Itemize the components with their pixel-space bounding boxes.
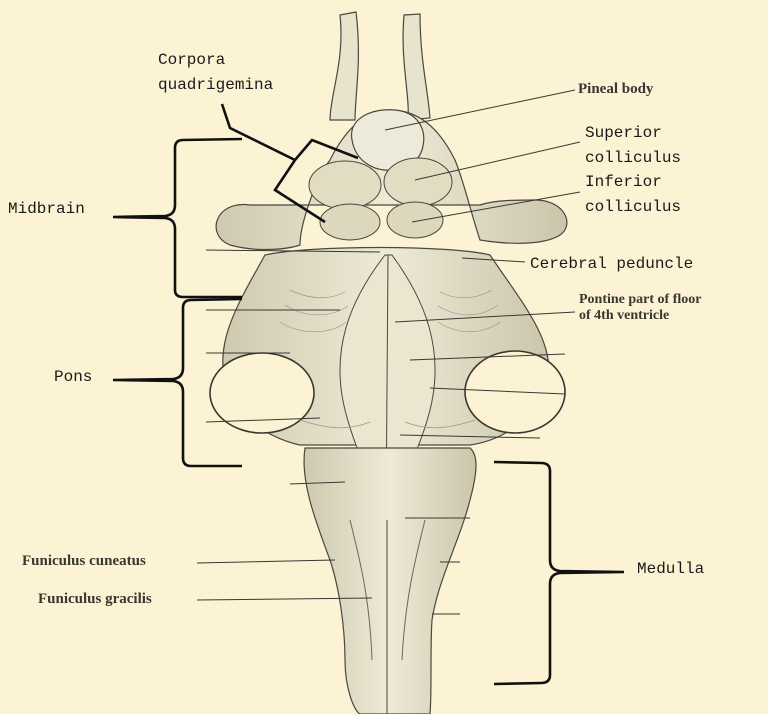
upper-tract-left: [329, 11, 360, 121]
inferior-colliculus-left: [319, 203, 381, 241]
funiculus-cuneatus-label: Funiculus cuneatus: [22, 553, 146, 569]
leader-pontine-floor: [394, 311, 576, 323]
inferior-colliculus-right: [386, 201, 444, 239]
leader-superior-colliculus: [414, 141, 581, 181]
medulla-shape: [303, 447, 477, 714]
medulla-bracket: [493, 460, 625, 686]
leader-inferior-colliculus: [411, 191, 581, 223]
pons-label: Pons: [54, 368, 93, 386]
corpora-quadrigemina-label: Corpora quadrigemina: [158, 51, 274, 94]
leader-funiculus-cuneatus: [196, 559, 336, 564]
superior-colliculus-label: Superior colliculus: [585, 124, 682, 167]
leader-lines: [196, 89, 581, 615]
medulla-column-left: [349, 519, 373, 661]
superior-colliculus-left: [308, 160, 382, 210]
leader-funiculus-gracilis: [196, 597, 373, 601]
leader-cerebral-peduncle: [461, 257, 526, 263]
pontine-floor-label: Pontine part of floor of 4th ventricle: [579, 292, 702, 323]
superior-colliculus-right: [383, 157, 453, 207]
inferior-colliculus-label: Inferior colliculus: [585, 173, 682, 216]
medulla-column-right: [401, 519, 426, 661]
pineal-body-label: Pineal body: [578, 81, 654, 97]
funiculus-gracilis-label: Funiculus gracilis: [38, 591, 152, 607]
corpora-quadrigemina-bracket: [220, 103, 359, 224]
midbrain-label: Midbrain: [8, 200, 85, 218]
pons-bracket: [112, 297, 243, 468]
fiber-hatching: [279, 289, 501, 429]
leader-pineal: [384, 89, 576, 131]
medulla-label: Medulla: [637, 560, 705, 578]
pineal-body-shape: [351, 109, 425, 171]
upper-tract-right: [402, 13, 431, 121]
cerebral-peduncle-label: Cerebral peduncle: [530, 255, 694, 273]
midbrain-bracket: [112, 137, 243, 299]
